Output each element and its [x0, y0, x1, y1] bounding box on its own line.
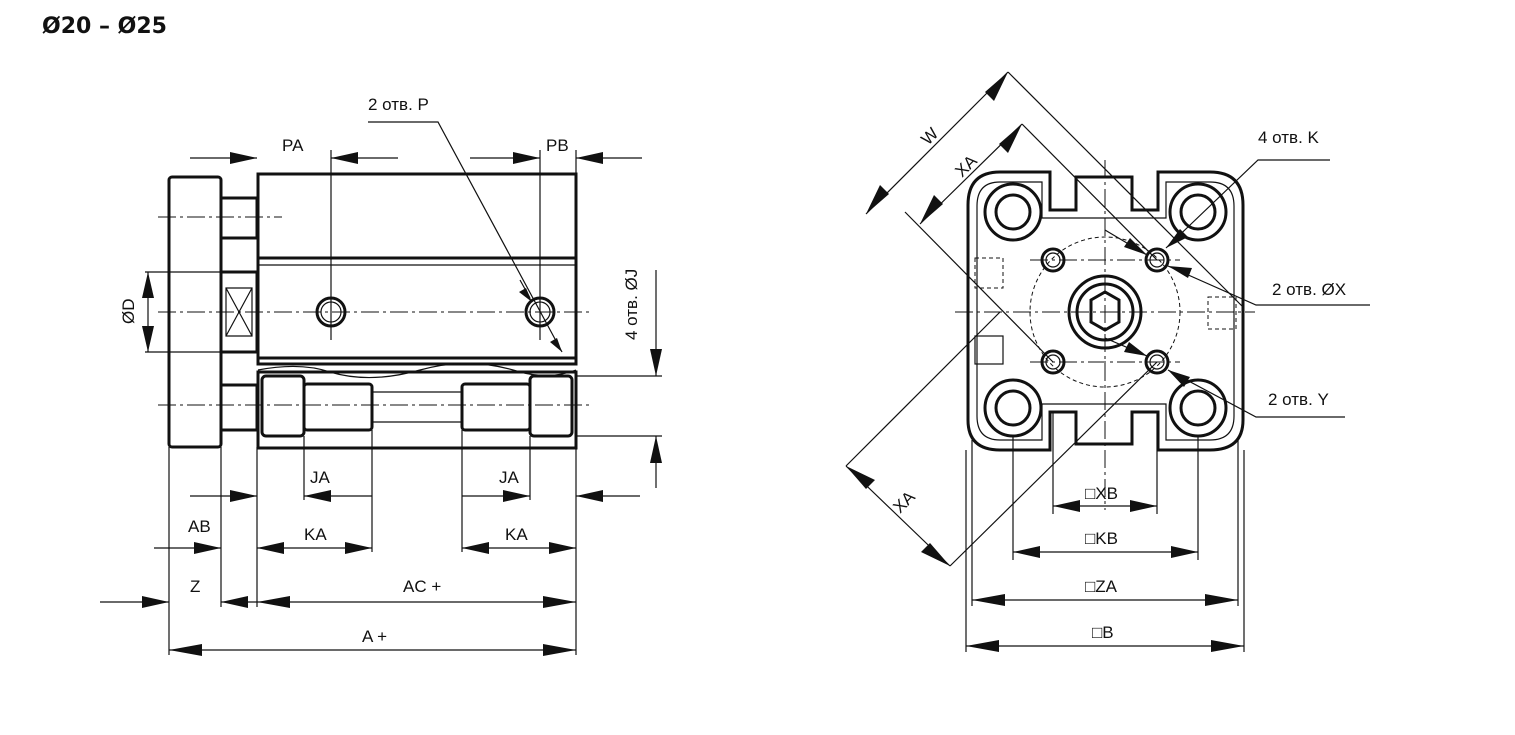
label-p: 2 отв. P	[368, 95, 429, 114]
leader-p	[368, 121, 563, 353]
label-ab: AB	[188, 517, 211, 536]
lower-housing	[256, 370, 578, 450]
lower-neck-right	[460, 382, 532, 432]
lower-boss-right	[528, 374, 574, 438]
front-inner-outline	[976, 181, 1235, 441]
label-j: 4 отв. ØJ	[622, 269, 641, 340]
label-ka-right: KA	[505, 525, 528, 544]
hole-k-br	[1168, 378, 1228, 438]
label-ja-right: JA	[499, 468, 520, 487]
label-kb: □KB	[1085, 529, 1118, 548]
hole-k-tl	[983, 182, 1043, 242]
label-b: □B	[1092, 623, 1114, 642]
label-pb: PB	[546, 136, 569, 155]
label-z: Z	[190, 577, 200, 596]
label-x: 2 отв. ØX	[1272, 280, 1346, 299]
label-xb: □XB	[1085, 484, 1118, 503]
rod-stub-bottom	[219, 383, 259, 432]
front-outline	[966, 170, 1245, 452]
rod-stub-top	[219, 196, 259, 240]
drawing-title: Ø20 – Ø25	[42, 14, 167, 39]
side-view: 2 отв. P PA PB ØD 4 отв. ØJ	[100, 95, 662, 656]
lower-neck-left	[302, 382, 374, 432]
label-ac: AC +	[403, 577, 441, 596]
label-xa-top: XA	[951, 151, 981, 181]
cylinder-body-upper	[256, 172, 578, 366]
label-w: W	[917, 124, 942, 149]
label-d: ØD	[119, 299, 138, 325]
hole-k-tr	[1168, 182, 1228, 242]
body-cutaway	[257, 362, 577, 379]
label-ka-left: KA	[304, 525, 327, 544]
label-pa: PA	[282, 136, 304, 155]
label-k: 4 отв. K	[1258, 128, 1320, 147]
label-y: 2 отв. Y	[1268, 390, 1329, 409]
label-ja-left: JA	[310, 468, 331, 487]
lower-boss-left	[260, 374, 306, 438]
label-za: □ZA	[1085, 577, 1118, 596]
hole-k-bl	[983, 378, 1043, 438]
label-a: A +	[362, 627, 387, 646]
front-view: W XA XA 4 отв. K 2 отв. ØX 2 отв. Y □XB	[845, 71, 1370, 652]
